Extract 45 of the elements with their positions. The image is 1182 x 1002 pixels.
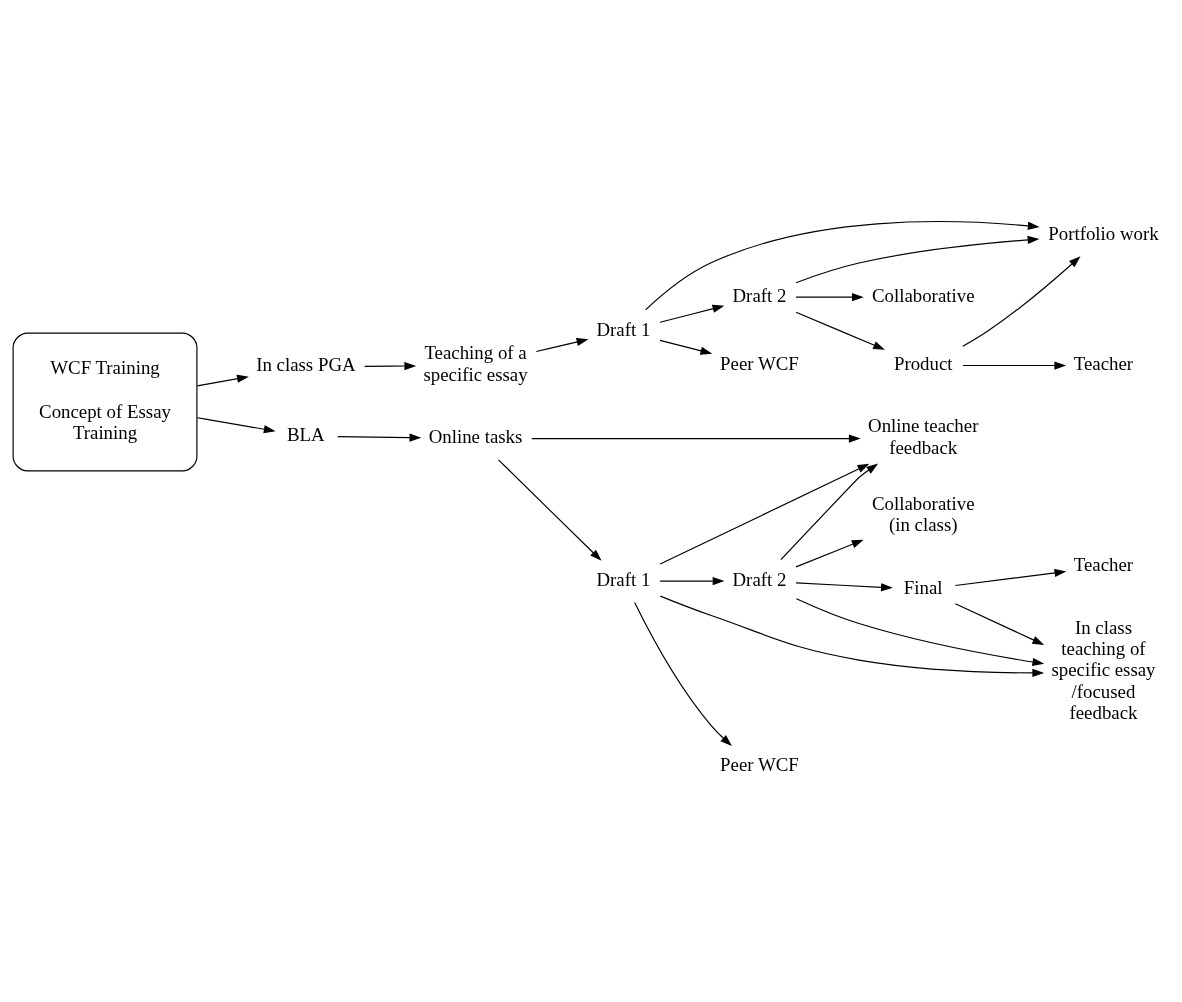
node-text: Draft 1 bbox=[596, 318, 651, 340]
arrow bbox=[196, 417, 276, 434]
node-text: In class teaching of specific essay /focused feedback bbox=[1051, 616, 1156, 723]
node-text: Teacher bbox=[1073, 352, 1134, 374]
node-text: Collaborative (in class) bbox=[871, 493, 975, 536]
arrow bbox=[795, 311, 885, 350]
node-text: Final bbox=[903, 576, 943, 598]
arrow bbox=[634, 601, 732, 746]
arrow bbox=[780, 463, 879, 561]
node-text: Draft 1 bbox=[596, 568, 651, 590]
arrow bbox=[795, 582, 893, 592]
node-text: Draft 2 bbox=[732, 568, 787, 590]
arrow bbox=[954, 603, 1045, 645]
arrow bbox=[962, 256, 1081, 347]
node-box: WCF Training Concept of Essay Training bbox=[12, 332, 198, 472]
arrow bbox=[795, 293, 864, 302]
node-text: Portfolio work bbox=[1048, 223, 1159, 245]
node-text: Teaching of a specific essay bbox=[423, 342, 528, 385]
arrow bbox=[954, 568, 1067, 587]
arrow bbox=[659, 576, 725, 586]
arrow bbox=[497, 459, 602, 561]
arrow bbox=[659, 304, 725, 323]
arrow bbox=[659, 463, 870, 565]
node-text: Product bbox=[893, 352, 953, 374]
node-text: Online tasks bbox=[428, 426, 523, 448]
node-text: Draft 2 bbox=[732, 284, 787, 306]
node-text: Peer WCF bbox=[720, 352, 799, 374]
node-text: Peer WCF bbox=[720, 753, 799, 775]
arrow bbox=[531, 434, 861, 443]
node-text: Teacher bbox=[1073, 554, 1134, 576]
arrow bbox=[795, 539, 864, 568]
arrow bbox=[795, 235, 1040, 284]
arrow bbox=[962, 361, 1067, 370]
node-text: Collaborative bbox=[871, 284, 975, 306]
node-text: BLA bbox=[287, 423, 325, 445]
arrow bbox=[659, 339, 713, 355]
node-text: In class PGA bbox=[256, 354, 356, 376]
arrow bbox=[535, 337, 589, 353]
arrow bbox=[337, 433, 422, 442]
arrow bbox=[196, 374, 249, 387]
arrow bbox=[795, 598, 1045, 667]
node-text: Online teacher feedback bbox=[868, 415, 979, 458]
arrow bbox=[364, 361, 417, 371]
arrow bbox=[645, 220, 1040, 311]
arrow bbox=[659, 595, 1045, 678]
